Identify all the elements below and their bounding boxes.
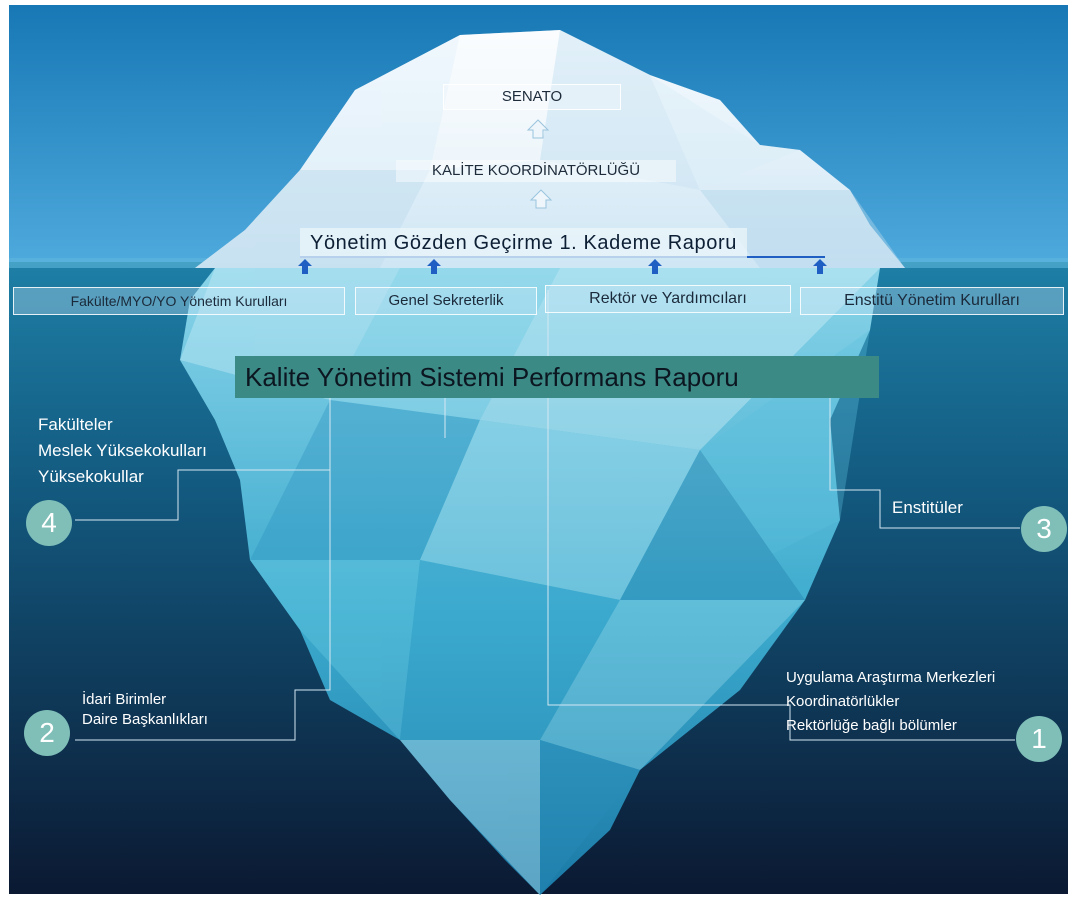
leader-line-2 [75,470,331,741]
up-arrow-senato [526,119,550,139]
arrow-up-icon [298,259,312,274]
group-4-line: Meslek Yüksekokulları [38,441,207,460]
kalite-koordinatorlugu-label: KALİTE KOORDİNATÖRLÜĞÜ [396,160,676,182]
group-1-line: Uygulama Araştırma Merkezleri [786,669,996,686]
blue-arrows [298,259,827,274]
leader-line-4 [75,398,331,521]
group-1-line: Rektörlüğe bağlı bölümler [786,717,957,734]
yonetim-gozden-gecirme-box: Yönetim Gözden Geçirme 1. Kademe Raporu [300,228,747,258]
group-2-line: Daire Başkanlıkları [82,711,208,728]
group-4-line: Yüksekokullar [38,467,144,486]
performance-report-banner: Kalite Yönetim Sistemi Performans Raporu [235,356,879,398]
iceberg-underwater [180,268,880,895]
iceberg-tip [195,30,905,268]
arrow-up-icon [648,259,662,274]
leader-line-3 [829,398,1020,529]
group-3-number: 3 [1021,506,1067,552]
group-4-line: Fakülteler [38,415,113,434]
iceberg-tip-facets [195,30,905,268]
group-2-labels: İdari Birimler Daire Başkanlıkları [82,690,208,730]
enstitu-kurullari-box: Enstitü Yönetim Kurulları [800,287,1064,315]
group-4-number: 4 [26,500,72,546]
group-2-number: 2 [24,710,70,756]
group-2-line: İdari Birimler [82,691,167,708]
fakulte-kurullari-box: Fakülte/MYO/YO Yönetim Kurulları [13,287,345,315]
group-3-line: Enstitüler [892,498,963,517]
group-1-line: Koordinatörlükler [786,693,900,710]
up-arrow-kalite [529,189,553,209]
group-1-number: 1 [1016,716,1062,762]
group-3-labels: Enstitüler [892,495,963,521]
leader-line-1 [547,290,1015,741]
arrow-up-icon [427,259,441,274]
rektor-yardimcilari-box: Rektör ve Yardımcıları [545,285,791,313]
genel-sekreterlik-box: Genel Sekreterlik [355,287,537,315]
group-4-labels: Fakülteler Meslek Yüksekokulları Yükseko… [38,412,207,490]
senato-box: SENATO [443,84,621,110]
leader-lines [75,290,1020,741]
arrow-up-icon [813,259,827,274]
group-1-labels: Uygulama Araştırma Merkezleri Koordinatö… [786,666,995,738]
